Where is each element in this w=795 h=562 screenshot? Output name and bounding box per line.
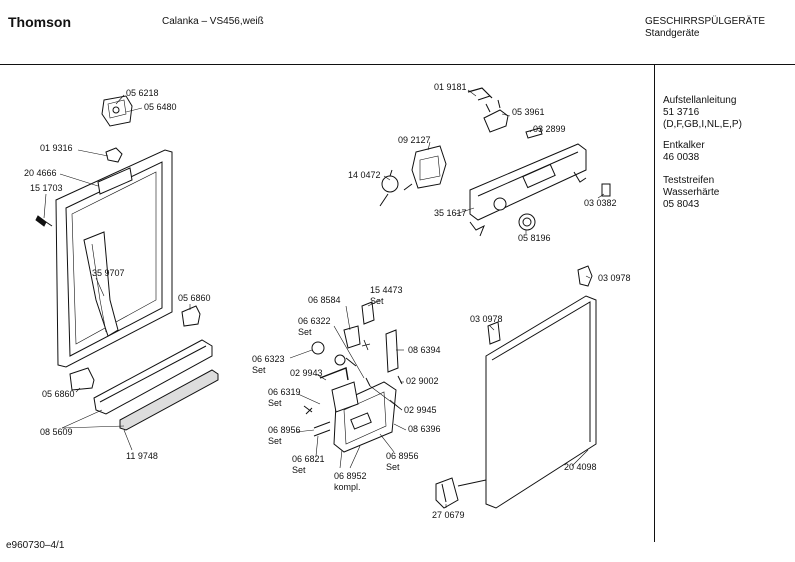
sidebar-line: Aufstellanleitung bbox=[663, 95, 737, 106]
part-label: 06 8956 bbox=[386, 451, 419, 461]
header-divider bbox=[0, 64, 795, 65]
part-label: 02 9943 bbox=[290, 368, 323, 378]
part-label: Set bbox=[292, 465, 306, 475]
sidebar-line: Wasserhärte bbox=[663, 187, 720, 198]
sidebar-line: (D,F,GB,I,NL,E,P) bbox=[663, 119, 742, 130]
part-label: Set bbox=[252, 365, 266, 375]
hinge-bracket bbox=[101, 95, 133, 127]
part-label: 02 9945 bbox=[404, 405, 437, 415]
part-label: Set bbox=[268, 398, 282, 408]
part-label: 35 9707 bbox=[92, 268, 125, 278]
part-label: 05 6860 bbox=[178, 293, 211, 303]
category-title: GESCHIRRSPÜLGERÄTE bbox=[645, 16, 766, 27]
spring-part bbox=[319, 339, 403, 385]
control-panel bbox=[469, 143, 587, 237]
sidebar-line: 05 8043 bbox=[663, 199, 700, 210]
part-label: 03 0978 bbox=[470, 314, 503, 324]
outer-door-panel bbox=[485, 295, 597, 509]
category-subtitle: Standgeräte bbox=[645, 28, 700, 39]
part-label: 01 9316 bbox=[40, 143, 73, 153]
part-label: 15 1703 bbox=[30, 183, 63, 193]
part-label: 35 1617 bbox=[434, 208, 467, 218]
part-label: 02 9002 bbox=[406, 376, 439, 386]
hinge-cap bbox=[487, 265, 593, 345]
part-label: 03 0382 bbox=[584, 198, 617, 208]
part-label: 08 5609 bbox=[40, 427, 73, 437]
brand-name: Thomson bbox=[8, 14, 71, 30]
part-label: 09 2127 bbox=[398, 135, 431, 145]
part-label: 05 6480 bbox=[144, 102, 177, 112]
sidebar-group-descaler: Entkalker 46 0038 bbox=[663, 140, 705, 164]
rotary-part bbox=[311, 341, 357, 367]
part-label: 03 2899 bbox=[533, 124, 566, 134]
plinth-rail bbox=[69, 339, 213, 415]
part-label: 01 9181 bbox=[434, 82, 467, 92]
end-cap bbox=[181, 305, 201, 327]
part-label: 20 4098 bbox=[564, 462, 597, 472]
part-label: 03 0978 bbox=[598, 273, 631, 283]
part-label: kompl. bbox=[334, 482, 361, 492]
holder-part bbox=[361, 301, 375, 325]
part-label: 05 6860 bbox=[42, 389, 75, 399]
button-part bbox=[601, 183, 611, 197]
part-label: Set bbox=[370, 296, 384, 306]
sidebar-line: Teststreifen bbox=[663, 175, 715, 186]
cable-connector bbox=[467, 87, 493, 101]
part-label: 14 0472 bbox=[348, 170, 381, 180]
sidebar-divider bbox=[654, 64, 655, 542]
part-label: 05 8196 bbox=[518, 233, 551, 243]
sidebar-line: 46 0038 bbox=[663, 152, 700, 163]
part-labels: 05 6218 05 6480 01 9316 20 4666 15 1703 … bbox=[24, 82, 631, 520]
screws bbox=[303, 377, 371, 437]
switch-contact bbox=[483, 99, 509, 133]
sidebar-line: 51 3716 bbox=[663, 107, 700, 118]
model-name: Calanka – VS456,weiß bbox=[162, 16, 264, 27]
part-label: 06 8956 bbox=[268, 425, 301, 435]
part-label: 06 6322 bbox=[298, 316, 331, 326]
part-label: 06 6319 bbox=[268, 387, 301, 397]
sidebar-group-test-strips: Teststreifen Wasserhärte 05 8043 bbox=[663, 175, 719, 211]
part-label: 06 6323 bbox=[252, 354, 285, 364]
part-label: 11 9748 bbox=[126, 451, 158, 461]
screw-part bbox=[35, 215, 53, 227]
part-label: Set bbox=[298, 327, 312, 337]
latch-cover bbox=[331, 381, 359, 413]
part-label: 08 6396 bbox=[408, 424, 441, 434]
part-label: 08 6394 bbox=[408, 345, 441, 355]
part-label: 20 4666 bbox=[24, 168, 57, 178]
sealing-strip bbox=[119, 369, 219, 431]
part-label: 06 8952 bbox=[334, 471, 367, 481]
part-label: Set bbox=[268, 436, 282, 446]
part-label: 06 8584 bbox=[308, 295, 341, 305]
part-label: 15 4473 bbox=[370, 285, 403, 295]
leader-lines bbox=[43, 89, 605, 508]
part-label: 06 6821 bbox=[292, 454, 325, 464]
sidebar-group-installation: Aufstellanleitung 51 3716 (D,F,GB,I,NL,E… bbox=[663, 95, 742, 131]
part-label: 27 0679 bbox=[432, 510, 465, 520]
part-label: 05 6218 bbox=[126, 88, 159, 98]
part-label: Set bbox=[386, 462, 400, 472]
bracket-part bbox=[343, 325, 399, 373]
part-label: 05 3961 bbox=[512, 107, 545, 117]
inner-door-frame bbox=[55, 149, 173, 368]
clip-part bbox=[525, 127, 543, 139]
selector-knob bbox=[379, 169, 399, 207]
program-switch bbox=[403, 145, 447, 191]
door-handle bbox=[435, 477, 487, 509]
sidebar-line: Entkalker bbox=[663, 140, 705, 151]
knob bbox=[518, 213, 536, 231]
small-clip bbox=[105, 147, 123, 163]
drawing-code: e960730–4/1 bbox=[6, 540, 65, 551]
